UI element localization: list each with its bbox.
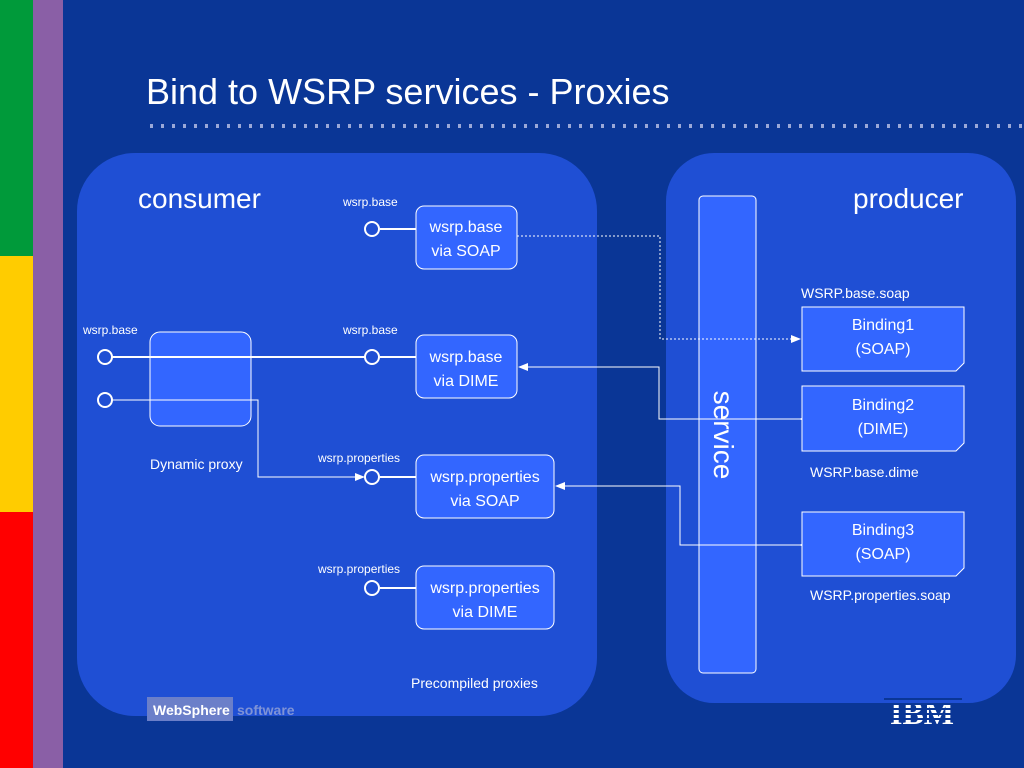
websphere-logo: WebSphere: [153, 702, 230, 718]
service-label: service: [708, 391, 739, 480]
binding-caption: WSRP.base.dime: [810, 464, 919, 480]
sidebar-red: [0, 512, 33, 768]
binding-line1: Binding1: [852, 317, 914, 334]
connector-properties-soap-binding3: [555, 482, 809, 549]
proxy-box-line2: via DIME: [453, 604, 518, 621]
binding-line2: (DIME): [858, 421, 909, 438]
proxy-port-icon: [364, 221, 380, 237]
color-sidebar: [0, 0, 63, 768]
binding-line2: (SOAP): [855, 546, 910, 563]
binding-box-1: [801, 306, 965, 372]
proxy-box-base-dime: [415, 334, 518, 399]
service-bar: [698, 195, 757, 674]
proxy-port-label: wsrp.base: [342, 323, 398, 337]
connector-base-dime-binding2: [518, 363, 809, 423]
proxy-port-label: wsrp.properties: [317, 451, 400, 465]
dynamic-proxy-port-top-icon: [97, 349, 113, 365]
proxy-port-icon: [364, 469, 380, 485]
binding-box-3: [801, 511, 965, 577]
dynamic-proxy-caption: Dynamic proxy: [150, 456, 243, 472]
websphere-logo-bg: [147, 697, 233, 721]
proxy-box-line1: wsrp.base: [429, 219, 503, 236]
dynamic-proxy-port-bottom-line: [112, 399, 365, 478]
proxy-box-line2: via SOAP: [431, 243, 500, 260]
precompiled-proxies-caption: Precompiled proxies: [411, 675, 538, 691]
connector-base-soap-binding1: [517, 235, 801, 343]
proxy-box-properties-dime: [415, 565, 555, 630]
binding-line1: Binding2: [852, 397, 914, 414]
sidebar-yellow: [0, 256, 33, 512]
proxy-box-properties-soap: [415, 454, 555, 519]
software-label: software: [237, 702, 295, 718]
page-title: Bind to WSRP services - Proxies: [146, 71, 670, 112]
dynamic-proxy-box: [149, 331, 252, 427]
sidebar-purple: [33, 0, 63, 768]
consumer-panel: [77, 153, 597, 716]
proxy-port-icon: [364, 349, 380, 365]
binding-line1: Binding3: [852, 522, 914, 539]
binding-caption: WSRP.base.soap: [801, 285, 910, 301]
proxy-box-line1: wsrp.properties: [429, 580, 539, 597]
binding-line2: (SOAP): [855, 341, 910, 358]
dynamic-proxy-port-label: wsrp.base: [82, 323, 138, 337]
consumer-label: consumer: [138, 183, 261, 214]
proxy-port-icon: [364, 580, 380, 596]
dynamic-proxy-port-bottom-icon: [97, 392, 113, 408]
proxy-box-line2: via SOAP: [450, 493, 519, 510]
proxy-box-line1: wsrp.properties: [429, 469, 539, 486]
proxy-box-line2: via DIME: [434, 373, 499, 390]
proxy-box-base-soap: [415, 205, 518, 270]
proxy-box-line1: wsrp.base: [429, 349, 503, 366]
binding-caption: WSRP.properties.soap: [810, 587, 951, 603]
producer-label: producer: [853, 183, 964, 214]
ibm-logo-stripes: [884, 698, 962, 720]
binding-box-2: [801, 385, 965, 452]
proxy-port-label: wsrp.base: [342, 195, 398, 209]
proxy-port-label: wsrp.properties: [317, 562, 400, 576]
sidebar-green: [0, 0, 33, 256]
